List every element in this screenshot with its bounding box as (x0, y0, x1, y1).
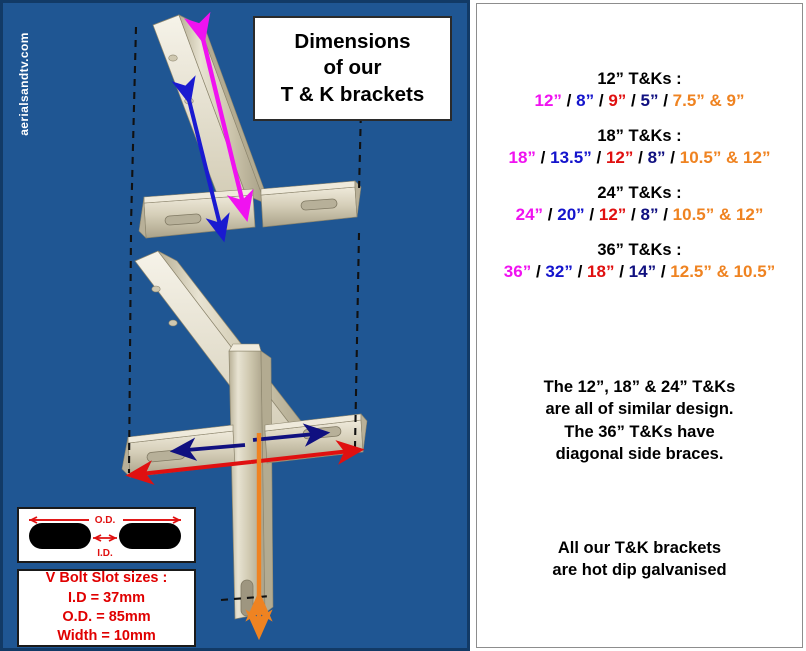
dimension-value: / (663, 205, 668, 224)
dimension-group: 12” T&Ks : 12” / 8” / 9” / 5” / 7.5” & 9” (477, 70, 802, 111)
dimension-group: 24” T&Ks : 24” / 20” / 12” / 8” / 10.5” &… (477, 184, 802, 225)
dimension-value: / (577, 262, 583, 281)
dimension-value: 13.5” (550, 148, 592, 167)
dimension-value: / (566, 91, 572, 110)
design-note-line-2: are all of similar design. (545, 400, 734, 419)
dimension-value: / (660, 262, 666, 281)
guide-line-left-upper (129, 26, 138, 226)
guide-line-right-lower (353, 232, 361, 448)
vbolt-size-legend: V Bolt Slot sizes : I.D = 37mm O.D. = 85… (17, 569, 196, 647)
dimension-value: 12.5” & 10.5” (670, 262, 776, 281)
vbolt-id-label: I.D. (97, 548, 113, 559)
arrow-red-base-left (125, 460, 252, 485)
vbolt-legend-id: I.D = 37mm (68, 589, 145, 606)
dimension-values: 18” / 13.5” / 12” / 8” / 10.5” & 12” (477, 148, 802, 168)
dimension-value: 12” (534, 91, 562, 110)
arrow-red-base-right (250, 440, 365, 465)
title-line-3: T & K brackets (280, 82, 425, 106)
title-line-1: Dimensions (294, 30, 411, 54)
dimension-value: / (619, 262, 624, 281)
design-note-line-3: The 36” T&Ks have (564, 422, 715, 441)
dimension-value: / (596, 148, 602, 167)
dimension-value: 24” (515, 205, 544, 224)
dimension-value: 10.5” & 12” (679, 148, 771, 167)
dimension-value: / (638, 148, 643, 167)
galvanised-note: All our T&K brackets are hot dip galvani… (477, 537, 802, 582)
specifications-panel: 12” T&Ks : 12” / 8” / 9” / 5” / 7.5” & 9”… (476, 3, 803, 648)
dimension-value: / (670, 148, 675, 167)
dimension-value: / (547, 205, 553, 224)
dimension-value: / (598, 91, 604, 110)
dimension-group: 36” T&Ks : 36” / 32” / 18” / 14” / 12.5” … (477, 241, 802, 282)
title-card: Dimensions of our T & K brackets (253, 16, 452, 121)
bracket-photo-panel: aerialsandtv.com (0, 0, 470, 651)
dimension-value: 5” (640, 91, 659, 110)
vbolt-legend-title: V Bolt Slot sizes : (45, 570, 168, 587)
dimension-values: 12” / 8” / 9” / 5” / 7.5” & 9” (477, 91, 802, 111)
dimension-value: 14” (628, 262, 657, 281)
design-note-line-1: The 12”, 18” & 24” T&Ks (543, 378, 736, 396)
dimension-values: 24” / 20” / 12” / 8” / 10.5” & 12” (477, 205, 802, 225)
dimension-value: / (540, 148, 546, 167)
dimension-heading: 24” T&Ks : (597, 184, 682, 202)
vbolt-slot-diagram: O.D. I.D. (17, 507, 196, 563)
dimension-heading: 12” T&Ks : (597, 70, 682, 88)
dimension-heading: 18” T&Ks : (597, 127, 682, 145)
arrow-blue-arm-length (171, 75, 230, 243)
lower-bracket-photo (121, 232, 368, 641)
dimension-values: 36” / 32” / 18” / 14” / 12.5” & 10.5” (477, 262, 802, 282)
title-line-2: of our (323, 56, 382, 80)
upper-bracket-photo (129, 11, 365, 243)
dimension-value: 9” (608, 91, 627, 110)
vbolt-legend-od: O.D. = 85mm (62, 609, 151, 625)
dimension-value: 8” (640, 205, 659, 224)
vbolt-od-label: O.D. (95, 515, 116, 526)
arrow-navy-span-left (169, 437, 246, 461)
guide-line-left-lower (127, 234, 133, 474)
dimension-value: 10.5” & 12” (672, 205, 764, 224)
galvanised-note-line-1: All our T&K brackets (557, 539, 722, 557)
bracket-illustration (121, 11, 368, 641)
arrow-navy-span-right (252, 423, 331, 447)
dimension-value: 12” (605, 148, 634, 167)
dimensions-list: 12” T&Ks : 12” / 8” / 9” / 5” / 7.5” & 9”… (477, 70, 802, 298)
dimension-value: 18” (508, 148, 536, 167)
design-note-line-4: diagonal side braces. (555, 445, 724, 464)
dimension-value: 12” (598, 205, 627, 224)
dimension-value: / (535, 262, 541, 281)
dimension-heading: 36” T&Ks : (597, 241, 682, 259)
dimension-value: 8” (647, 148, 666, 167)
dimension-value: / (589, 205, 595, 224)
dimension-value: / (631, 205, 636, 224)
dimension-value: 7.5” & 9” (672, 91, 745, 110)
dimension-value: 18” (587, 262, 615, 281)
dimension-value: 36” (503, 262, 532, 281)
dimension-value: / (631, 91, 636, 110)
dimension-group: 18” T&Ks : 18” / 13.5” / 12” / 8” / 10.5”… (477, 127, 802, 168)
galvanised-note-line-2: are hot dip galvanised (552, 561, 727, 580)
dimension-value: 8” (576, 91, 595, 110)
dimension-value: 32” (545, 262, 573, 281)
dimension-value: / (663, 91, 668, 110)
design-note: The 12”, 18” & 24” T&Ks are all of simil… (477, 376, 802, 466)
dimension-value: 20” (557, 205, 585, 224)
vbolt-legend-width: Width = 10mm (57, 628, 156, 645)
